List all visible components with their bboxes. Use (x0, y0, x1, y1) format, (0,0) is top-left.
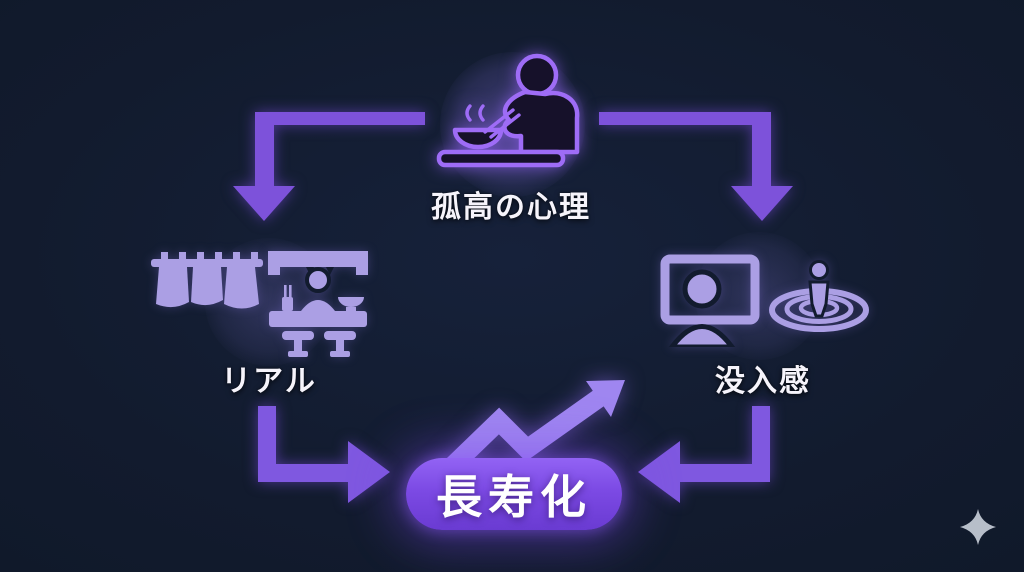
sparkle-icon (960, 509, 996, 545)
arrow-right-to-outcome (638, 406, 770, 503)
outcome-node-label: 長寿化 (436, 470, 592, 524)
arrow-left-to-outcome (258, 406, 390, 503)
immersion-ripples-icon (769, 260, 869, 332)
noren-curtain-icon (151, 252, 263, 309)
counter-stall-icon (268, 251, 368, 357)
monitor-person-icon (660, 254, 760, 347)
left-node-label: リアル (221, 364, 317, 399)
arrow-top-to-right (599, 112, 793, 221)
person-eating-alone-icon (436, 53, 580, 168)
top-node-label: 孤高の心理 (431, 190, 591, 225)
arrow-top-to-left (233, 112, 425, 221)
right-node-label: 没入感 (715, 364, 811, 399)
outcome-node-pill: 長寿化 (406, 458, 622, 530)
